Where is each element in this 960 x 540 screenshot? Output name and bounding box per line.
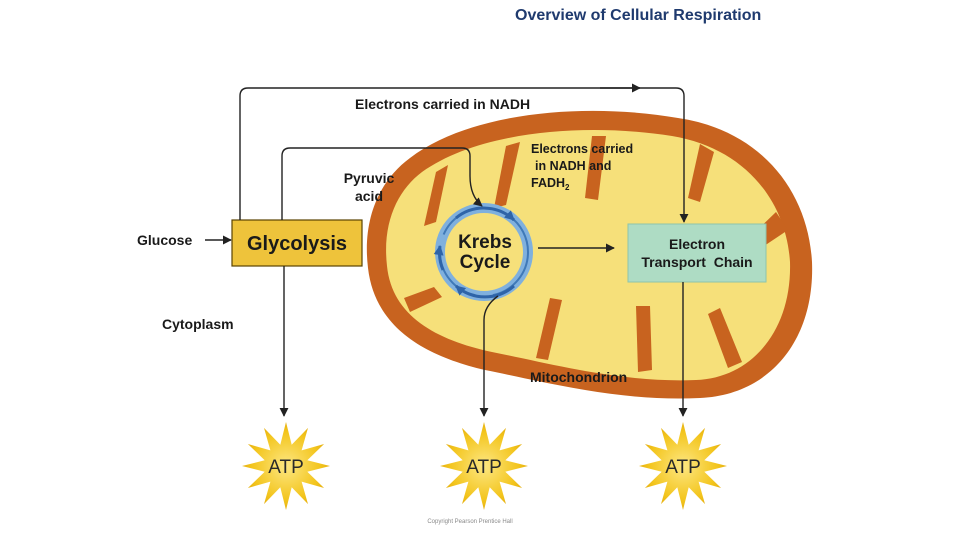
etc-box [627, 223, 767, 283]
label-pyruvic-line1: Pyruvic [344, 170, 395, 186]
label-nadh-fadh-line1: Electrons carried [531, 142, 633, 156]
krebs-label-line1: Krebs [458, 232, 512, 253]
krebs-label-line2: Cycle [460, 252, 511, 273]
arrow-pyruvic-acid [281, 147, 483, 220]
atp-label: ATP [665, 457, 701, 478]
atp-starburst [440, 422, 528, 510]
mitochondrion-matrix [386, 130, 791, 381]
atp-group: ATP ATP ATP [242, 422, 727, 510]
label-cytoplasm: Cytoplasm [162, 316, 234, 332]
copyright-text: Copyright Pearson Prentice Hall [427, 519, 512, 525]
atp-starburst [242, 422, 330, 510]
arrow-nadh-top [239, 87, 689, 223]
glycolysis-box [231, 219, 363, 267]
flow-arrows [205, 83, 689, 417]
etc-label-line1: Electron [669, 236, 725, 252]
label-nadh-fadh-line2: in NADH and [535, 159, 611, 173]
label-nadh-fadh-line3: FADH2 [531, 176, 570, 192]
label-mitochondrion: Mitochondrion [530, 369, 627, 385]
label-nadh-top: Electrons carried in NADH [355, 96, 530, 112]
cristae-folds [404, 136, 788, 372]
arrow-krebs-to-atp [479, 295, 499, 417]
diagram-title: Overview of Cellular Respiration [515, 7, 761, 24]
atp-label: ATP [466, 457, 502, 478]
label-glucose: Glucose [137, 232, 192, 248]
atp-starburst [639, 422, 727, 510]
krebs-cycle: Krebs Cycle [433, 203, 533, 301]
atp-label: ATP [268, 457, 304, 478]
etc-label-line2: Transport Chain [641, 254, 752, 270]
label-pyruvic-line2: acid [355, 188, 383, 204]
glycolysis-label: Glycolysis [247, 233, 347, 255]
